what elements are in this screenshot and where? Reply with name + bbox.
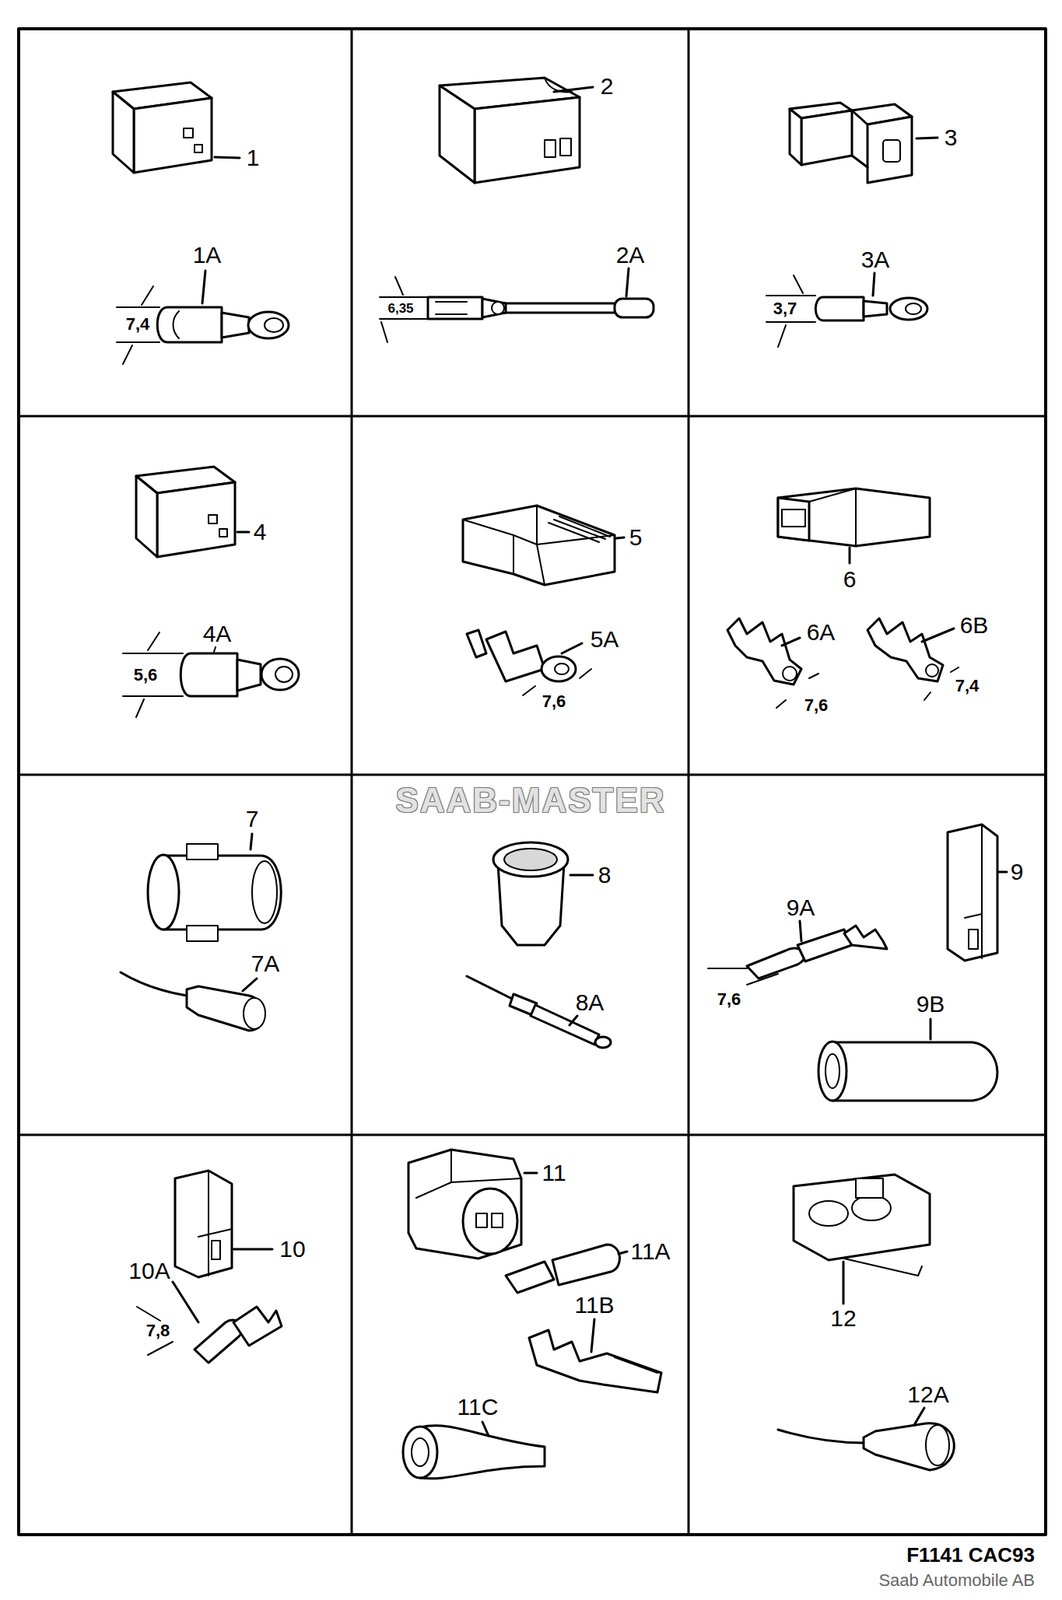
dimension-value: 7,6 [804, 697, 829, 715]
callout-number: 8 [598, 863, 612, 887]
callout-number: 11A [630, 1240, 670, 1264]
callout-number: 11 [541, 1161, 566, 1185]
dimension-value: 5,6 [133, 666, 158, 684]
callout-number: 8A [575, 991, 605, 1015]
dimension-value: 7,8 [146, 1322, 171, 1340]
callout-number: 9 [1010, 860, 1024, 884]
callout-number: 9B [916, 992, 946, 1017]
callout-number: 4A [203, 622, 232, 646]
callout-number: 2A [616, 243, 645, 267]
figure-code: F1141 CAC93 [906, 1545, 1035, 1566]
callout-number: 10A [128, 1259, 170, 1283]
callout-number: 10 [279, 1237, 305, 1262]
callout-number: 2 [600, 74, 614, 99]
callout-number: 7A [251, 952, 281, 976]
callout-number: 5A [590, 627, 620, 652]
callout-number: 6B [960, 613, 989, 638]
dimension-value: 7,6 [542, 693, 567, 711]
callout-number: 3 [944, 126, 958, 150]
dimension-value: 7,6 [717, 991, 742, 1009]
callout-number: 11C [457, 1395, 499, 1420]
callout-number: 5 [629, 525, 643, 550]
callout-number: 3A [861, 248, 891, 272]
dimension-value: 7,4 [126, 315, 151, 333]
dimension-value: 6,35 [387, 301, 414, 316]
callout-number: 6A [806, 620, 836, 645]
watermark: SAAB-MASTER [395, 783, 666, 818]
callout-number: 4 [253, 520, 267, 544]
dimension-value: 3,7 [773, 300, 798, 318]
callout-number: 1 [246, 146, 260, 170]
dimension-value: 7,4 [955, 677, 980, 695]
callout-number: 9A [786, 896, 816, 920]
copyright-note: Saab Automobile AB [878, 1572, 1035, 1590]
callout-number: 7 [245, 807, 260, 831]
callout-number: 6 [843, 567, 857, 592]
callout-number: 1A [192, 243, 222, 267]
callout-number: 11B [574, 1293, 614, 1318]
callout-number: 12 [830, 1307, 856, 1331]
callout-number: 12A [907, 1383, 949, 1407]
